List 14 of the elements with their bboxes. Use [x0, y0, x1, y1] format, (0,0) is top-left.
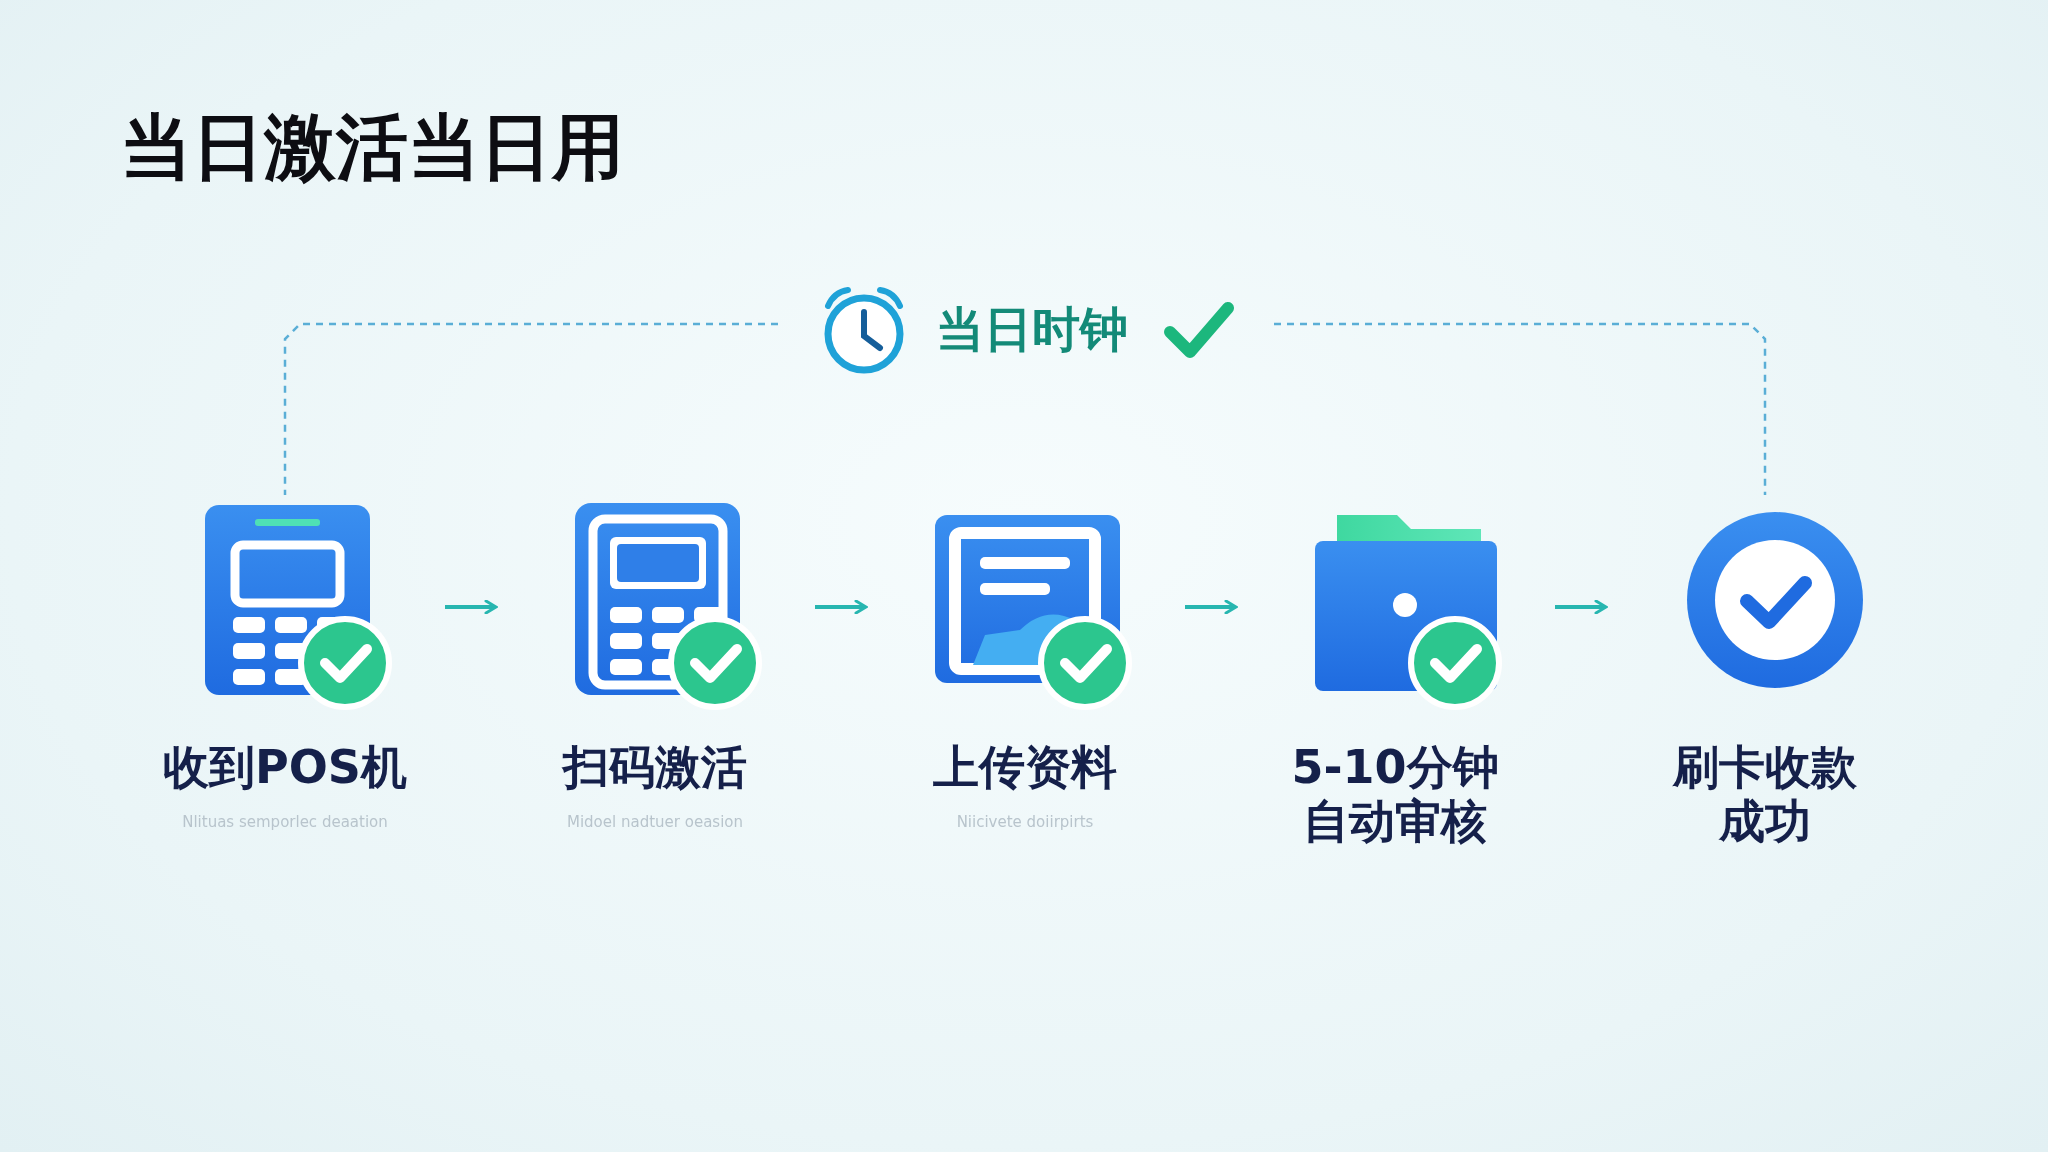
clock-label: 当日时钟 [936, 300, 1128, 359]
step-label: 5-10分钟自动审核 [1290, 740, 1500, 848]
step-label: 上传资料 [932, 740, 1118, 794]
step-label: 收到POS机 [162, 740, 408, 794]
title: 当日激活当日用 [120, 108, 624, 188]
step-label: 扫码激活 [560, 740, 748, 794]
step-label: 刷卡收款成功 [1671, 740, 1858, 848]
arrow [445, 599, 498, 615]
arrow [1185, 599, 1238, 615]
dashed-connector [1274, 322, 1767, 495]
caption-note: Niicivete doiirpirts [955, 813, 1095, 831]
arrow [1555, 599, 1608, 615]
arrow [815, 599, 868, 615]
dashed-connector [283, 322, 778, 495]
